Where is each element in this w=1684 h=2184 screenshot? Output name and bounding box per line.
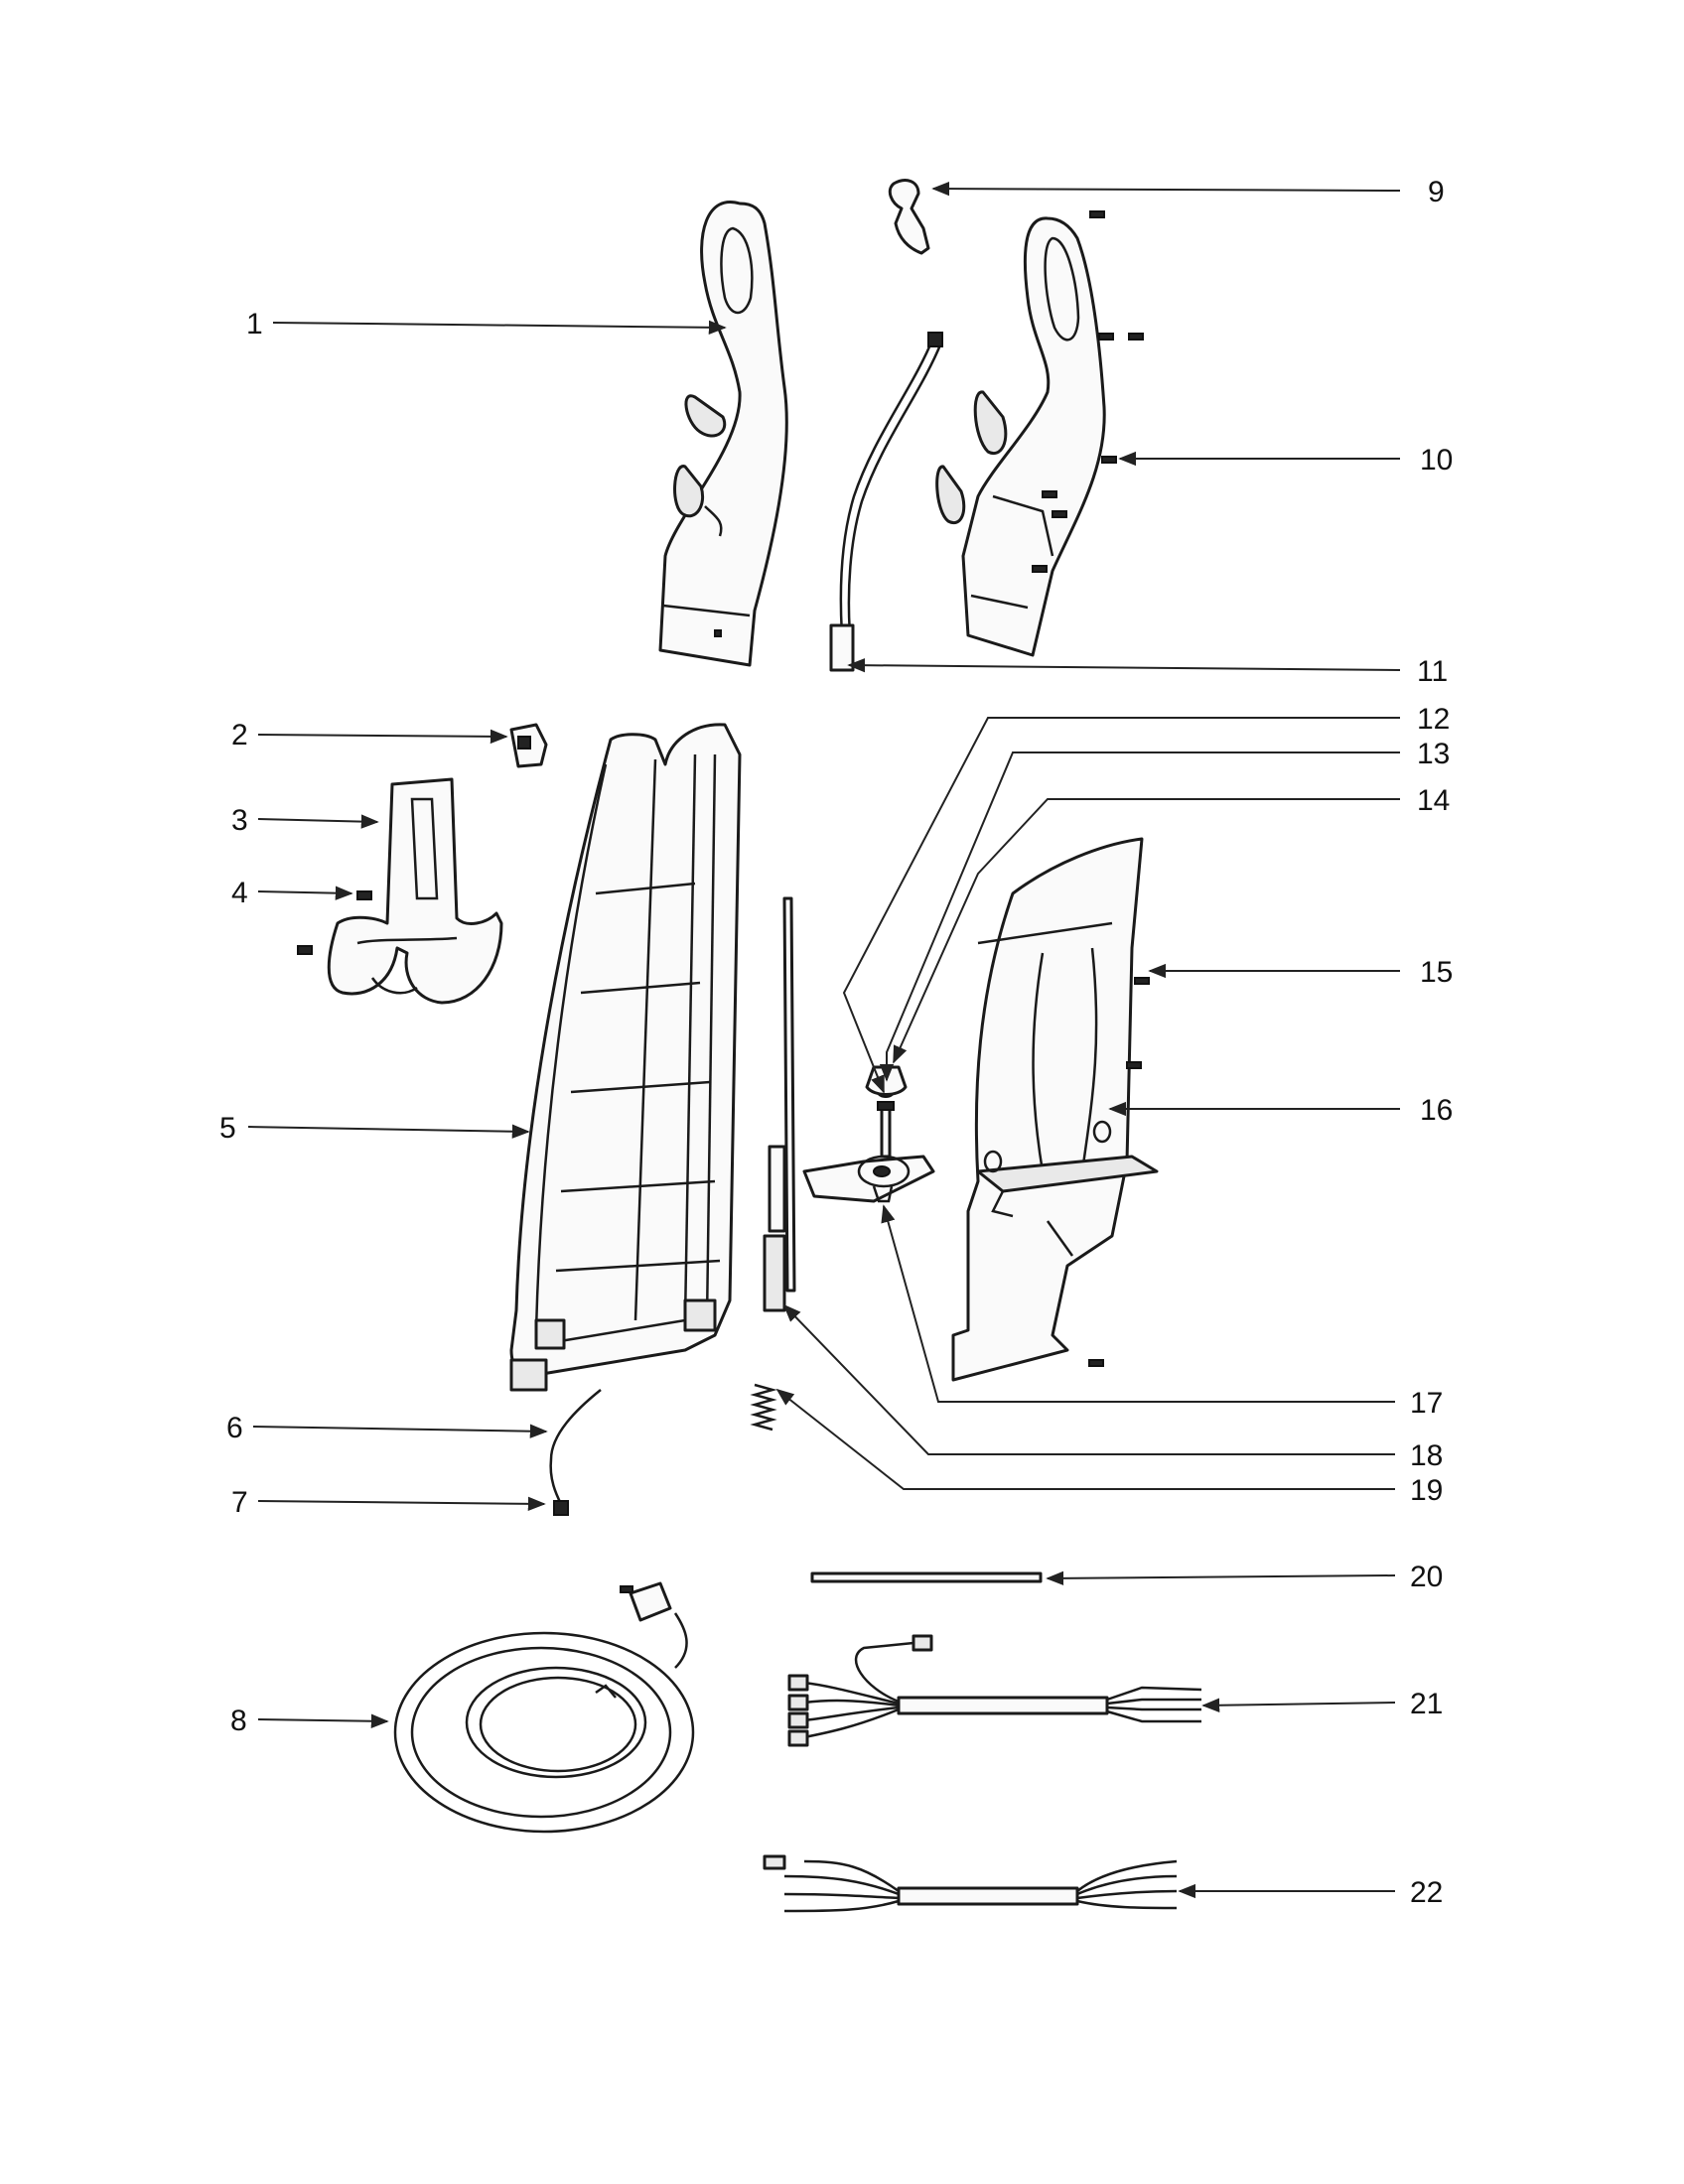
leader-21 — [1201, 1698, 1396, 1712]
leader-7 — [257, 1496, 546, 1512]
leader-6 — [252, 1424, 548, 1438]
part-18-rod — [763, 896, 796, 1312]
part-17-plate — [802, 1155, 935, 1203]
leader-14 — [893, 798, 1400, 1064]
callout-18: 18 — [1410, 1439, 1443, 1472]
part-10-handle-rear — [935, 210, 1144, 657]
callout-10: 10 — [1420, 444, 1453, 477]
leader-2 — [257, 729, 508, 745]
part-7-connector — [553, 1500, 569, 1516]
callout-4: 4 — [231, 877, 248, 909]
leader-3 — [257, 814, 379, 829]
callout-19: 19 — [1410, 1474, 1443, 1507]
part-22-wire-harness — [763, 1854, 1178, 1913]
part-2-switch — [509, 723, 548, 768]
callout-5: 5 — [219, 1112, 236, 1145]
part-19-spring — [750, 1383, 777, 1432]
leader-lines — [247, 181, 1401, 1899]
leader-4 — [257, 886, 353, 900]
leader-12 — [842, 717, 1400, 1094]
part-4-screw — [297, 890, 372, 955]
callout-15: 15 — [1420, 956, 1453, 989]
callout-14: 14 — [1417, 784, 1450, 817]
leader-5 — [247, 1124, 530, 1139]
leader-8 — [257, 1713, 389, 1728]
part-20-strip — [810, 1571, 1043, 1583]
callout-2: 2 — [231, 719, 248, 751]
leader-19 — [775, 1388, 1395, 1490]
callout-7: 7 — [231, 1486, 248, 1519]
callout-numbers: 1 2 3 4 5 6 7 8 9 10 11 12 13 14 15 16 1… — [219, 176, 1453, 1909]
part-8-power-cord — [393, 1581, 695, 1834]
callout-20: 20 — [1410, 1561, 1443, 1593]
leader-13 — [879, 751, 1400, 1082]
leader-20 — [1046, 1570, 1396, 1586]
leader-18 — [782, 1303, 1395, 1455]
part-5-main-housing — [509, 723, 742, 1392]
leader-9 — [931, 181, 1401, 197]
callout-11: 11 — [1417, 655, 1448, 688]
callout-17: 17 — [1410, 1387, 1443, 1420]
leader-17 — [881, 1204, 1395, 1403]
part-11-wire-harness — [829, 332, 943, 672]
callout-12: 12 — [1417, 703, 1450, 736]
part-6-wire — [549, 1389, 602, 1505]
part-9-clip — [888, 179, 930, 255]
part-12-bolt — [877, 1101, 895, 1159]
part-1-handle-front — [658, 201, 788, 667]
callout-3: 3 — [231, 804, 248, 837]
callout-22: 22 — [1410, 1876, 1443, 1909]
callout-6: 6 — [226, 1412, 243, 1444]
leader-1 — [272, 320, 727, 336]
callout-9: 9 — [1428, 176, 1445, 208]
part-21-wire-harness — [787, 1634, 1202, 1747]
part-16-rear-cover — [951, 837, 1159, 1382]
leader-11 — [847, 657, 1401, 673]
callout-1: 1 — [246, 308, 263, 341]
callout-8: 8 — [230, 1705, 247, 1737]
callout-21: 21 — [1410, 1688, 1443, 1720]
callout-13: 13 — [1417, 738, 1450, 770]
callout-16: 16 — [1420, 1094, 1453, 1127]
part-3-bracket — [327, 777, 503, 1005]
